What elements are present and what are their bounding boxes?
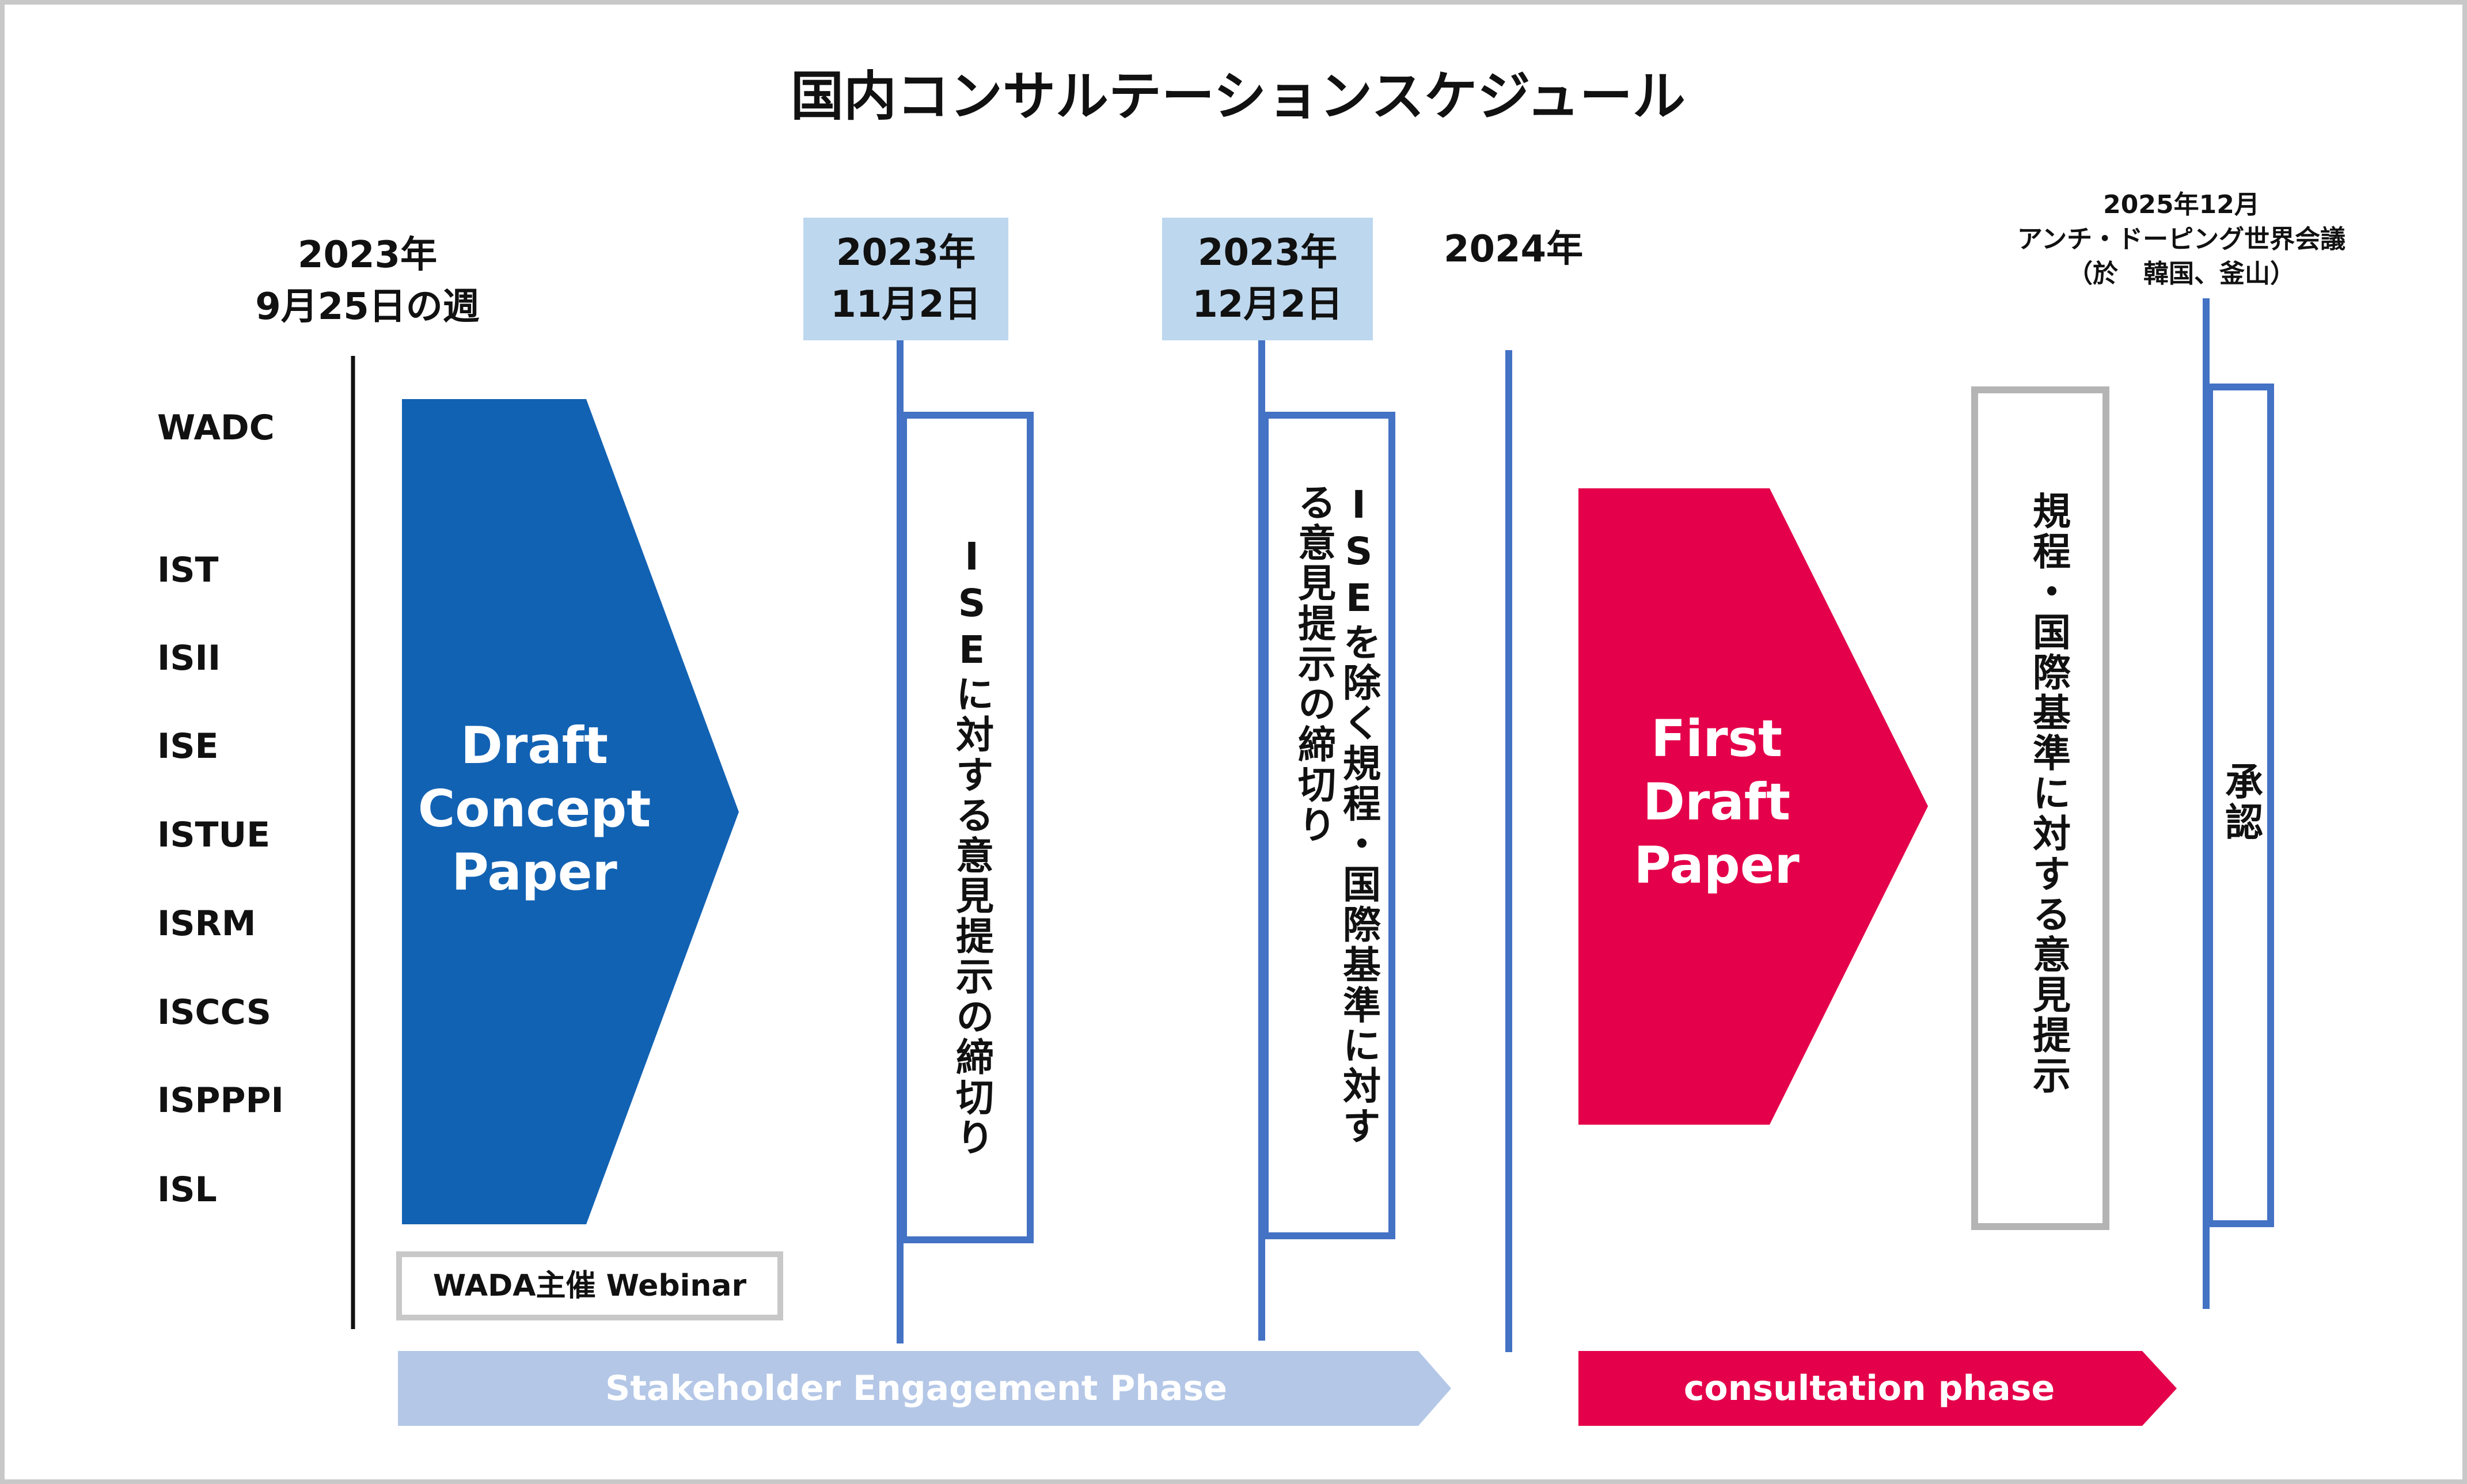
start-date-text: 2023年 9月25日の週 <box>255 234 480 328</box>
webinar-text: WADA主催 Webinar <box>432 1269 747 1303</box>
draft-concept-label: Draft Concept Paper <box>402 714 667 904</box>
ise-deadline-text: ISEに対する意見提示の締切り <box>950 534 994 1158</box>
approval-box <box>2206 384 2274 1227</box>
first-draft-text: First Draft Paper <box>1634 709 1800 895</box>
standard-label-ise: ISE <box>157 726 219 766</box>
congress-date-text: 2025年12月 アンチ・ドーピング世界会議 （於 韓国、釜山） <box>2017 190 2346 289</box>
deadline2-date-box: 2023年 12月2日 <box>1162 218 1373 340</box>
standard-label-isccs: ISCCS <box>157 992 271 1033</box>
standard-label-isrm: ISRM <box>157 904 256 944</box>
consultation-phase-label: consultation phase <box>1683 1368 2055 1409</box>
deadline2-date-text: 2023年 12月2日 <box>1192 231 1343 326</box>
draft-concept-text: Draft Concept Paper <box>418 716 651 902</box>
others-deadline-text: ISEを除く規程・国際基準に対する意見提示の締切り <box>1292 483 1381 1147</box>
others-deadline-box <box>1262 412 1395 1239</box>
standard-label-isppi: ISPPPI <box>157 1080 284 1121</box>
deadline1-date-text: 2023年 11月2日 <box>830 231 981 326</box>
standard-label-istue: ISTUE <box>157 815 271 855</box>
first-draft-label: First Draft Paper <box>1578 707 1855 897</box>
year2024-label: 2024年 <box>1443 228 1584 271</box>
congress-date-label: 2025年12月 アンチ・ドーピング世界会議 （於 韓国、釜山） <box>1893 188 2467 291</box>
standard-label-isl: ISL <box>157 1170 217 1210</box>
ise-deadline-box <box>900 412 1034 1243</box>
deadline1-date-box: 2023年 11月2日 <box>803 218 1008 340</box>
comments-text: 規程・国際基準に対する意見提示 <box>2026 491 2071 1096</box>
standard-label-wadc: WADC <box>157 408 275 448</box>
standard-label-ist: IST <box>157 550 219 590</box>
start-date-label: 2023年 9月25日の週 <box>229 229 506 333</box>
webinar-box: WADA主催 Webinar <box>396 1251 783 1320</box>
comments-box <box>1971 386 2109 1230</box>
page-title: 国内コンサルテーションスケジュール <box>791 66 1686 127</box>
standard-label-isii: ISII <box>157 638 221 678</box>
stakeholder-phase-label: Stakeholder Engagement Phase <box>605 1368 1227 1409</box>
approval-text: 承認 <box>2219 762 2263 842</box>
